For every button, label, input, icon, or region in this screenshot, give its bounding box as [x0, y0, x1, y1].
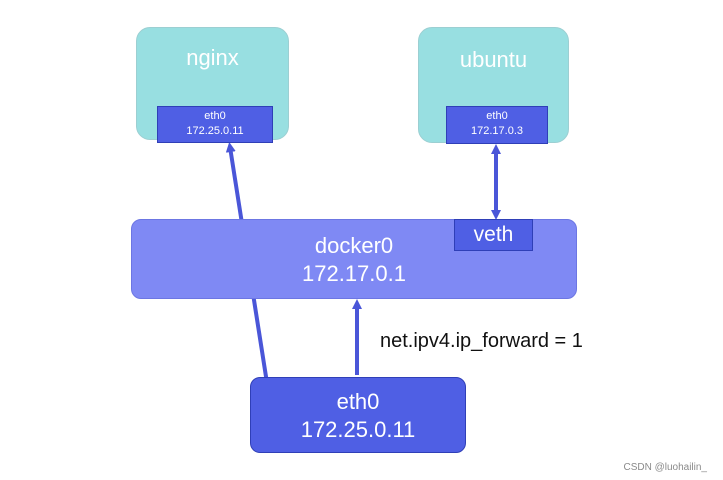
- nginx-container: nginx eth0 172.25.0.11: [136, 27, 289, 143]
- watermark: CSDN @luohailin_: [623, 462, 707, 473]
- nic-name: eth0: [204, 110, 226, 122]
- host-eth0-nic: eth0 172.25.0.11: [250, 377, 466, 453]
- nic-ip: 172.17.0.3: [471, 125, 523, 137]
- bridge-name: docker0: [314, 233, 394, 258]
- container-name: ubuntu: [459, 47, 528, 72]
- nic-ip: 172.25.0.11: [300, 417, 416, 442]
- ubuntu-eth0-nic: eth0 172.17.0.3: [446, 106, 548, 144]
- ip-forward-setting-label: net.ipv4.ip_forward = 1: [380, 330, 583, 352]
- nic-name: eth0: [486, 110, 508, 122]
- nic-ip: 172.25.0.11: [186, 125, 244, 137]
- veth-interface: veth: [454, 219, 533, 251]
- bridge-ip: 172.17.0.1: [302, 261, 406, 286]
- ubuntu-container: ubuntu eth0 172.17.0.3: [418, 27, 569, 144]
- nic-name: eth0: [336, 389, 380, 414]
- nginx-eth0-nic: eth0 172.25.0.11: [157, 106, 273, 143]
- container-name: nginx: [186, 45, 239, 70]
